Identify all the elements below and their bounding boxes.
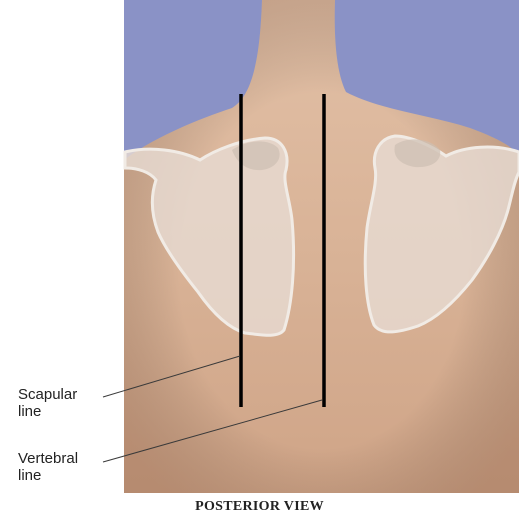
vertebral-line-label: Vertebral line	[18, 450, 78, 484]
scapular-line-label: Scapular line	[18, 386, 77, 420]
view-caption: POSTERIOR VIEW	[0, 499, 519, 515]
